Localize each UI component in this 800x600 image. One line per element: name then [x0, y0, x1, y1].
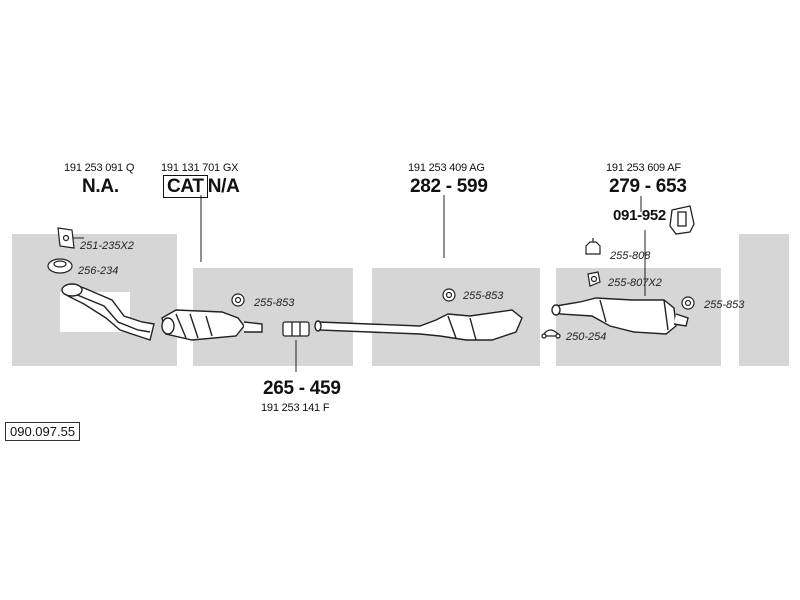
oe-number-front-pipe: 191 253 091 Q [64, 162, 135, 174]
cat-badge: CAT [163, 175, 208, 198]
oe-number-catalyst: 191 131 701 GX [161, 162, 239, 174]
background-bands [12, 234, 789, 366]
oe-number-connector: 191 253 141 F [261, 402, 330, 414]
ring-part [47, 258, 73, 274]
leader-lines [72, 195, 646, 372]
part-label-clamp-2: 255-853 [463, 290, 504, 302]
part-label-clamp-1: 255-853 [254, 297, 295, 309]
connector-sleeve [282, 321, 310, 337]
part-number-connector: 265 - 459 [263, 378, 341, 399]
oe-number-rear-silencer: 191 253 609 AF [606, 162, 681, 174]
gasket-part [57, 227, 75, 249]
bracket-part [669, 205, 695, 235]
part-number-front-pipe: N.A. [82, 176, 119, 197]
part-label-clamp-3: 255-853 [704, 299, 745, 311]
catalyst-number: N/A [207, 176, 240, 197]
part-label-gasket: 251-235X2 [80, 240, 134, 252]
part-label-hanger-b: 255-807X2 [608, 277, 662, 289]
clamp-icons [231, 288, 695, 310]
part-number-rear-silencer: 279 - 653 [609, 176, 687, 197]
catalytic-converter [161, 309, 263, 341]
oe-number-middle-silencer: 191 253 409 AG [408, 162, 485, 174]
part-label-hanger-a: 255-808 [610, 250, 651, 262]
middle-silencer [314, 309, 523, 341]
part-number-bracket: 091-952 [613, 207, 666, 224]
part-label-ring: 256-234 [78, 265, 119, 277]
part-label-u-clamp: 250-254 [566, 331, 607, 343]
hanger-icon-a [585, 241, 601, 255]
front-pipe [61, 283, 155, 341]
hanger-parts [585, 238, 601, 287]
u-clamp-part [541, 329, 561, 339]
reference-number: 090.097.55 [5, 422, 81, 441]
band-5 [739, 234, 789, 366]
part-number-middle-silencer: 282 - 599 [410, 176, 488, 197]
rear-silencer [551, 297, 689, 335]
